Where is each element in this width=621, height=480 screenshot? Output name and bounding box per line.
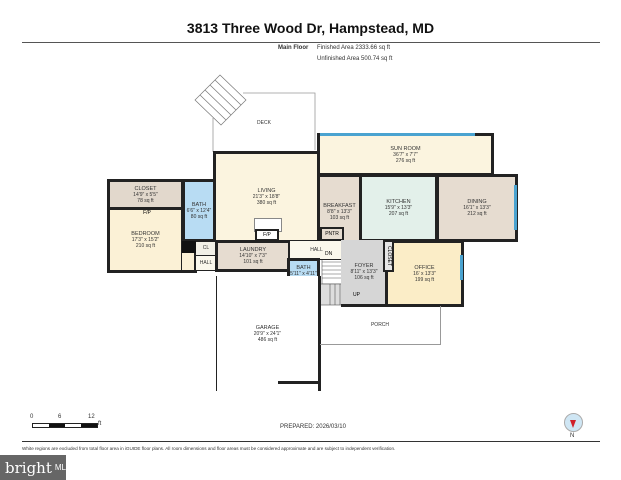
room-name: BATH: [191, 201, 207, 208]
room-hall-small: HALL: [195, 255, 217, 271]
room-dims: 15'9" x 13'3": [384, 205, 413, 211]
room-name: BATH: [296, 264, 311, 271]
room-area: 276 sq ft: [395, 157, 416, 164]
page-title: 3813 Three Wood Dr, Hampstead, MD: [186, 20, 435, 36]
garage-wall: [278, 381, 321, 384]
fireplace-bedroom: F/P: [137, 210, 157, 217]
room-name: LIVING: [257, 188, 276, 194]
room-area: 80 sq ft: [190, 213, 208, 220]
stairs-up-label: UP: [353, 292, 360, 298]
room-closet-2: CLOSET: [383, 240, 394, 272]
room-area: 78 sq ft: [137, 197, 154, 204]
pantry: PNTR: [320, 227, 344, 241]
disclaimer: White regions are excluded from total fl…: [22, 446, 396, 451]
column: [182, 241, 196, 253]
room-name: KITCHEN: [386, 199, 411, 205]
room-area: 106 sq ft: [354, 275, 374, 281]
header-divider: [22, 42, 600, 43]
room-dims: 8'11" x 13'3": [350, 269, 378, 275]
scale-tick-12: 12: [88, 414, 95, 420]
compass-north-label: N: [570, 433, 575, 439]
deck-outline: [243, 92, 316, 150]
logo-suffix: MLS: [54, 463, 72, 472]
window: [514, 185, 517, 230]
stairs-down-label: DN: [325, 251, 333, 257]
room-area: 199 sq ft: [414, 276, 435, 283]
scale-unit: ft: [98, 421, 102, 427]
room-name: LAUNDRY: [239, 247, 267, 253]
deck: DECK: [213, 93, 315, 153]
scale-tick-6: 6: [58, 414, 62, 420]
room-name: CLOSET: [134, 185, 157, 192]
scale-bar: [32, 423, 98, 428]
room-name: PORCH: [370, 322, 390, 328]
unfinished-area: Unfinished Area 500.74 sq ft: [317, 56, 393, 62]
room-dims: 16'1" x 13'3": [463, 205, 491, 211]
room-dims: 14'10" x 7'3": [239, 253, 267, 259]
floor-label: Main Floor: [278, 45, 309, 51]
room-dims: 6'6" x 12'4": [186, 207, 212, 214]
room-name: SUN ROOM: [390, 145, 421, 152]
finished-area: Finished Area 2333.66 sq ft: [317, 45, 391, 51]
room-area: 207 sq ft: [388, 211, 409, 217]
deck-stairs: [194, 74, 247, 126]
room-area: 101 sq ft: [243, 259, 263, 265]
compass-icon: [564, 413, 583, 432]
room-name: CL: [202, 245, 210, 251]
footer-divider: [22, 441, 600, 442]
room-hall: HALL: [289, 240, 344, 260]
prepared-date: PREPARED: 2026/03/10: [280, 424, 346, 430]
window: [460, 255, 463, 280]
room-dims: 5'11" x 4'11": [290, 270, 317, 277]
room-dims: 21'3" x 18'8": [252, 194, 281, 200]
deck-label: DECK: [257, 120, 271, 126]
room-dims: 8'8" x 13'3": [327, 208, 352, 215]
logo-text: bright: [5, 458, 52, 477]
room-name: DINING: [467, 199, 487, 205]
scale-tick-0: 0: [30, 414, 34, 420]
room-name: OFFICE: [414, 264, 435, 271]
window: [320, 133, 475, 136]
room-area: 210 sq ft: [135, 243, 156, 249]
room-dims: 17'3" x 15'2": [131, 237, 160, 243]
room-area: 212 sq ft: [467, 211, 487, 217]
room-dims: 16' x 13'3": [413, 270, 436, 277]
room-name: BEDROOM: [131, 231, 160, 237]
room-area: 103 sq ft: [329, 214, 350, 221]
room-area: 380 sq ft: [256, 200, 277, 206]
scale-labels: 0 6 12: [30, 414, 105, 422]
room-name: HALL: [310, 247, 323, 253]
room-dims: 14'9" x 5'5": [133, 191, 158, 198]
room-name: FOYER: [354, 263, 374, 269]
room-area: 486 sq ft: [257, 336, 278, 343]
room-cl: CL: [195, 240, 217, 256]
porch: PORCH: [320, 306, 441, 345]
room-dims: 20'9" x 24'1": [253, 330, 282, 337]
room-name: BREAKFAST: [323, 202, 356, 209]
room-dims: 36'7" x 7'7": [393, 151, 418, 158]
room-name: HALL: [199, 260, 213, 266]
room-name: GARAGE: [255, 324, 280, 331]
